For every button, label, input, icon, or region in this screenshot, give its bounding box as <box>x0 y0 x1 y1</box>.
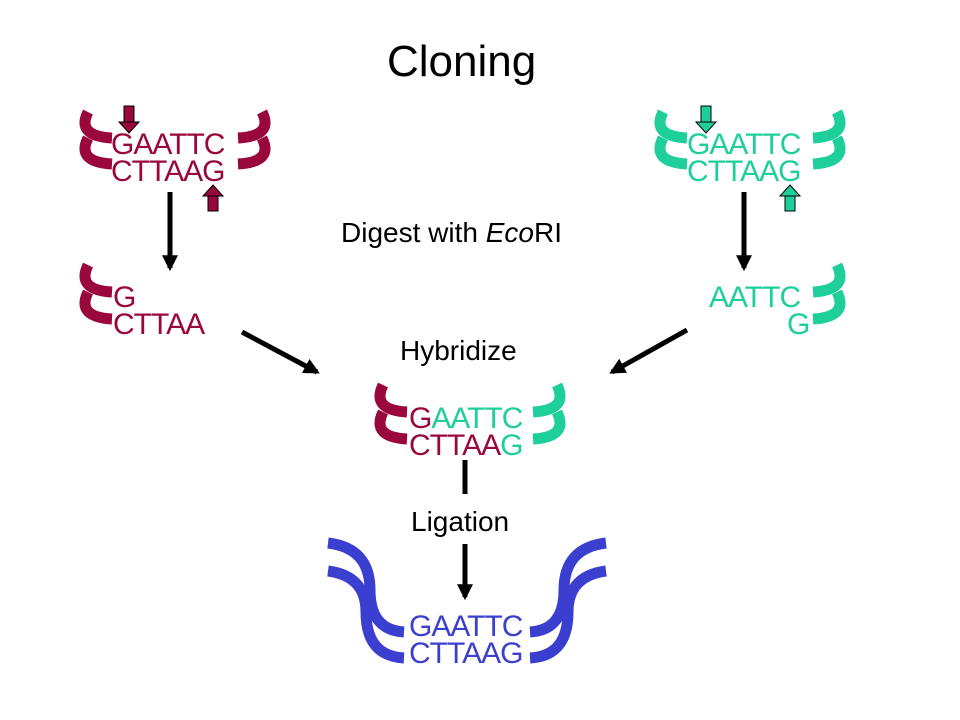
hybridize-label: Hybridize <box>400 335 517 366</box>
source-bottom-sequence: CTTAAG <box>111 155 225 188</box>
ligation-label: Ligation <box>411 506 510 537</box>
digest-label-enzyme: Eco <box>485 217 534 248</box>
vector-top-sequence: GAATTC <box>687 128 801 161</box>
ligated-top-sequence: GAATTC <box>409 610 523 643</box>
source-cut-strands <box>79 262 113 325</box>
source-cut-bottom-sequence: CTTAA <box>113 308 205 341</box>
cut-site-arrow-left-bottom <box>201 184 225 212</box>
hybridize-arrow-left <box>240 329 320 375</box>
cut-site-arrow-right-bottom <box>778 184 802 212</box>
hybrid-bottom-sequence: CTTAAG <box>409 429 523 462</box>
hybrid-bottom-red-part: CTTAA <box>409 429 501 462</box>
digest-label: Digest with EcoRI <box>341 219 562 247</box>
hybrid-strands <box>374 382 566 445</box>
vector-cut-strands <box>812 262 846 325</box>
cut-site-arrow-right-top <box>694 105 718 134</box>
vector-bottom-sequence: CTTAAG <box>687 155 801 188</box>
cut-site-arrow-left-top <box>117 105 141 134</box>
hybrid-bottom-green-part: G <box>500 429 523 462</box>
source-dna-strands <box>79 109 271 170</box>
ligated-strands <box>327 537 607 664</box>
hybrid-top-sequence: GAATTC <box>409 402 523 435</box>
hybridize-arrow-right <box>609 327 689 375</box>
digest-label-suffix: RI <box>533 217 562 248</box>
source-cut-top-sequence: G <box>113 281 136 314</box>
vector-dna-strands <box>654 109 846 170</box>
hybrid-top-green-part: AATTC <box>431 402 523 435</box>
vector-cut-top-sequence: AATTC <box>709 281 801 314</box>
ligated-bottom-sequence: CTTAAG <box>409 637 523 670</box>
hybrid-top-red-part: G <box>409 402 432 435</box>
source-top-sequence: GAATTC <box>111 128 225 161</box>
page-title: Cloning <box>387 37 537 86</box>
vector-cut-bottom-sequence: G <box>787 308 810 341</box>
digest-label-prefix: Digest with <box>341 217 486 248</box>
